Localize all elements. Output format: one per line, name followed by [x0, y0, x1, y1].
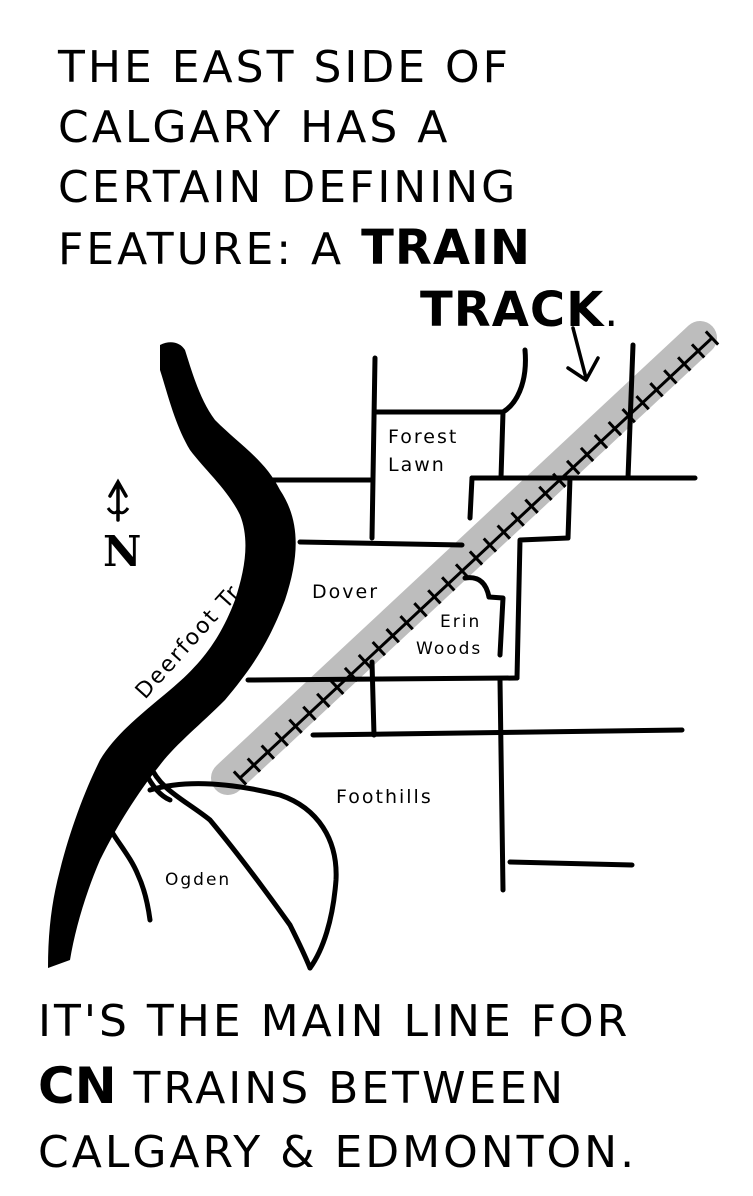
- train-word: Train: [361, 220, 532, 276]
- track-tie: [302, 705, 317, 721]
- intro-line-4-prefix: feature: a: [58, 224, 362, 275]
- compass-icon: N: [103, 478, 141, 576]
- deerfoot-trail: [48, 342, 296, 968]
- forest-lawn-label-1: Forest: [388, 426, 458, 448]
- track-tie: [552, 472, 567, 488]
- intro-line-5-suffix: .: [604, 286, 622, 337]
- outro-line-3: Calgary & Edmonton.: [38, 1127, 638, 1178]
- foothills-label: Foothills: [336, 786, 433, 808]
- outro-caption: it's the main line for CN trains between…: [38, 990, 738, 1185]
- intro-caption: The east side of Calgary has a certain d…: [58, 38, 698, 342]
- ogden-label: Ogden: [165, 870, 231, 890]
- track-tie: [385, 628, 400, 644]
- intro-line-4: feature: a Train: [58, 218, 698, 280]
- track-tie: [482, 537, 498, 553]
- intro-line-3: certain defining: [58, 162, 519, 213]
- track-tie: [565, 459, 581, 476]
- outro-line-2-rest: trains between: [116, 1063, 566, 1114]
- track-tie: [413, 602, 428, 618]
- track-tie: [399, 615, 414, 631]
- street-grid: [102, 342, 698, 971]
- compass-label: N: [103, 527, 141, 576]
- track-tie: [677, 356, 692, 372]
- intro-line-2: Calgary has a: [58, 102, 451, 153]
- track-tie: [635, 395, 650, 411]
- intro-line-1: The east side of: [58, 42, 511, 93]
- intro-line-5: Track.: [58, 280, 698, 342]
- track-tie: [621, 408, 636, 424]
- east-calgary-map: N Deerfoot Tr. Forest Lawn Dover Erin Wo…: [48, 321, 720, 971]
- track-tie: [246, 757, 262, 773]
- pointer-arrow-icon: [566, 326, 600, 382]
- track-tie: [260, 744, 275, 760]
- track-tie: [496, 524, 511, 540]
- track-tie: [454, 563, 470, 579]
- track-tie: [316, 692, 331, 708]
- track-tie: [524, 498, 539, 514]
- track-tie: [357, 653, 373, 670]
- track-tie: [232, 770, 248, 786]
- track-tie: [579, 446, 595, 463]
- track-tie: [274, 731, 289, 747]
- forest-lawn-label-2: Lawn: [388, 454, 446, 476]
- track-highlight: [211, 321, 717, 795]
- track-tie: [427, 589, 442, 605]
- outro-line-2: CN trains between: [38, 1054, 738, 1121]
- track-tie: [343, 666, 359, 683]
- track-tie: [607, 420, 623, 437]
- track-tie: [468, 550, 484, 566]
- track-tie: [538, 485, 553, 501]
- cn-railway-track: [232, 330, 720, 786]
- track-tie: [690, 343, 706, 359]
- erin-woods-label-1: Erin: [440, 612, 481, 632]
- track-tie: [288, 718, 303, 734]
- track-tie: [649, 382, 664, 398]
- cn-word: CN: [38, 1057, 117, 1115]
- erin-woods-label-2: Woods: [416, 639, 482, 659]
- track-tie: [593, 433, 609, 450]
- track-tie: [441, 576, 456, 592]
- track-tie: [510, 511, 525, 527]
- track-tie: [329, 679, 345, 696]
- outro-line-1: it's the main line for: [38, 996, 631, 1047]
- track-tie: [371, 640, 387, 657]
- dover-label: Dover: [312, 581, 379, 603]
- track-tie: [704, 330, 720, 346]
- track-tie: [663, 369, 678, 385]
